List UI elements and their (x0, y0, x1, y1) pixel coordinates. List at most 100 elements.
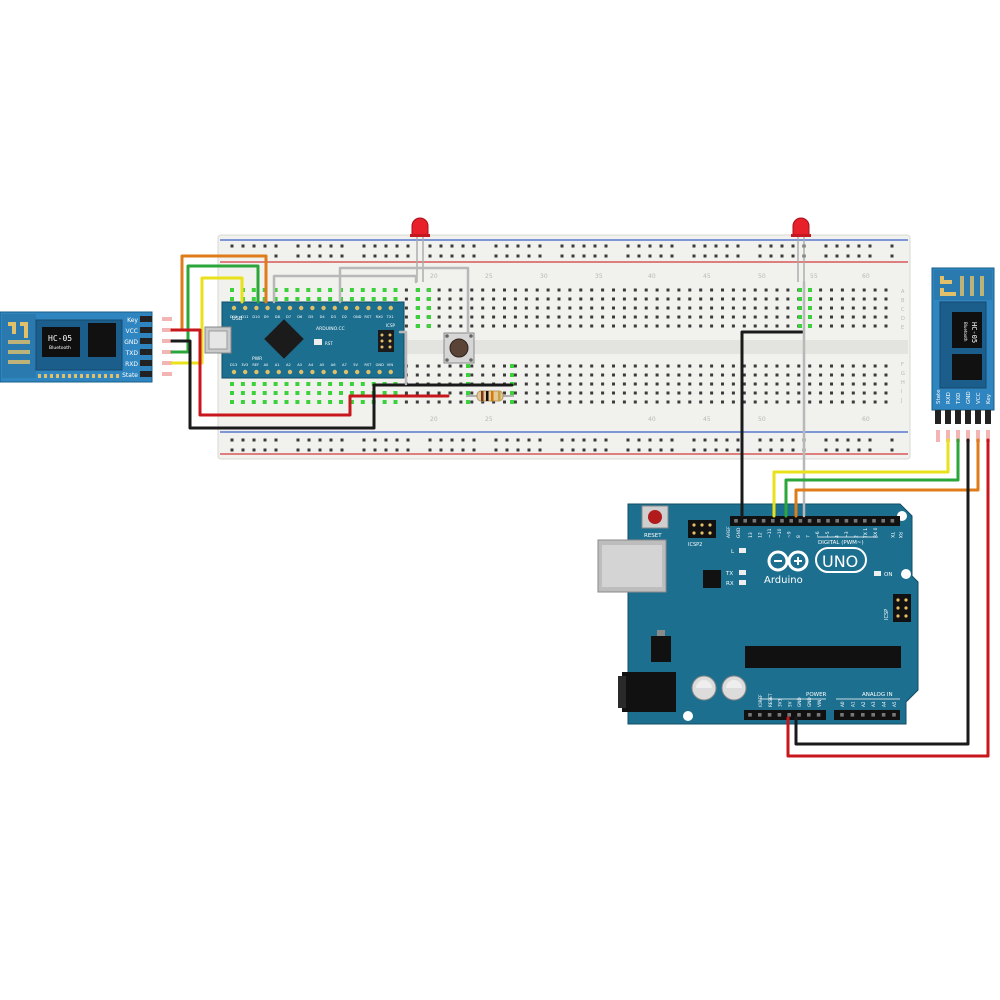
breadboard-hole (470, 364, 474, 368)
breadboard-hole (612, 315, 615, 319)
hc05-right-title: HC-05 (970, 322, 978, 343)
breadboard-hole (791, 438, 795, 442)
wire-black-nano (170, 339, 514, 430)
pushbutton[interactable] (443, 332, 475, 364)
breadboard-hole (571, 254, 575, 258)
breadboard-hole (808, 391, 812, 395)
breadboard-hole (862, 324, 866, 328)
breadboard-hole (830, 373, 833, 377)
breadboard-hole-active (466, 391, 470, 395)
breadboard-hole (786, 297, 790, 301)
breadboard-hole-active (382, 400, 387, 404)
breadboard-hole (721, 324, 724, 328)
breadboard-hole (688, 400, 692, 404)
uno-header-hole (850, 713, 855, 717)
breadboard-hole (753, 306, 757, 310)
breadboard-hole (873, 324, 877, 328)
nano-pin-label: D13 (230, 363, 237, 367)
nano-pin (366, 305, 371, 311)
breadboard-hole (593, 254, 597, 258)
breadboard-hole (318, 448, 322, 452)
uno-digital-pin-label: 4 (834, 535, 840, 538)
breadboard-hole (666, 364, 670, 368)
breadboard-hole (568, 382, 572, 386)
breadboard-hole (890, 244, 894, 248)
breadboard-hole (535, 288, 539, 292)
breadboard-hole-active (371, 297, 376, 301)
breadboard-hole (560, 244, 564, 248)
breadboard-hole (470, 315, 474, 319)
breadboard-hole (714, 244, 718, 248)
breadboard-hole (742, 306, 746, 310)
breadboard-hole-active (328, 400, 333, 404)
breadboard-hole (481, 288, 485, 292)
uno-header-hole (863, 519, 867, 523)
breadboard-hole (764, 400, 768, 404)
breadboard-hole (725, 438, 729, 442)
breadboard-hole (373, 244, 377, 248)
uno-power-pin-label: VIN (817, 700, 822, 707)
breadboard-hole (538, 254, 542, 258)
breadboard-hole-active (798, 306, 802, 310)
breadboard-hole (601, 391, 605, 395)
breadboard-hole (546, 400, 550, 404)
breadboard-hole (851, 324, 855, 328)
breadboard-hole (786, 324, 790, 328)
breadboard-hole (655, 297, 659, 301)
breadboard-hole (546, 391, 550, 395)
breadboard-hole (666, 288, 670, 292)
breadboard-hole (470, 306, 474, 310)
breadboard-hole (505, 438, 509, 442)
wire-yellow-nano (170, 276, 244, 365)
nano-pin (310, 369, 315, 375)
breadboard-hole (677, 364, 681, 368)
breadboard-hole (808, 373, 812, 377)
breadboard-hole (579, 324, 583, 328)
breadboard-hole (622, 391, 626, 395)
breadboard-hole (644, 306, 648, 310)
uno-analog-pin-label: A0 (840, 701, 845, 707)
breadboard-hole (742, 373, 746, 377)
uno-model: UNO (822, 552, 858, 571)
breadboard-hole-active (295, 288, 300, 292)
breadboard-hole (503, 324, 506, 328)
uno-digital-pin-label: ~9 (786, 531, 792, 538)
breadboard-hole (786, 315, 790, 319)
breadboard-hole-active (382, 391, 387, 395)
nano-pin-label: REF (252, 363, 259, 367)
breadboard-hole (450, 438, 454, 442)
uno-power-pin-label: 3V3 (778, 698, 783, 707)
breadboard-hole-active (349, 391, 354, 395)
uno-tx-label: TX (725, 571, 733, 577)
breadboard-hole (699, 297, 703, 301)
breadboard-hole (725, 244, 729, 248)
breadboard-hole (263, 448, 267, 452)
breadboard-hole-active (416, 297, 420, 301)
breadboard-hole (731, 324, 735, 328)
breadboard-hole (884, 373, 888, 377)
breadboard-hole (307, 438, 311, 442)
nano-pin-label: RST (364, 315, 372, 319)
breadboard-hole (404, 324, 408, 328)
breadboard-hole (692, 448, 696, 452)
breadboard-hole (890, 448, 894, 452)
breadboard-hole (513, 391, 517, 395)
breadboard-hole (329, 254, 333, 258)
breadboard-hole (851, 364, 855, 368)
breadboard-hole (492, 306, 496, 310)
uno-header-hole (780, 519, 784, 523)
breadboard-hole (851, 315, 855, 319)
breadboard-hole (819, 391, 823, 395)
breadboard-hole (846, 254, 850, 258)
breadboard-hole-active (284, 400, 289, 404)
breadboard-hole-active (273, 297, 278, 301)
breadboard-hole (699, 315, 703, 319)
breadboard-hole (461, 438, 465, 442)
breadboard-hole (862, 400, 866, 404)
breadboard-hole (568, 288, 572, 292)
breadboard-hole (753, 382, 757, 386)
breadboard-hole (568, 391, 572, 395)
breadboard-hole (481, 324, 485, 328)
breadboard-hole (742, 315, 746, 319)
breadboard-hole (764, 391, 768, 395)
